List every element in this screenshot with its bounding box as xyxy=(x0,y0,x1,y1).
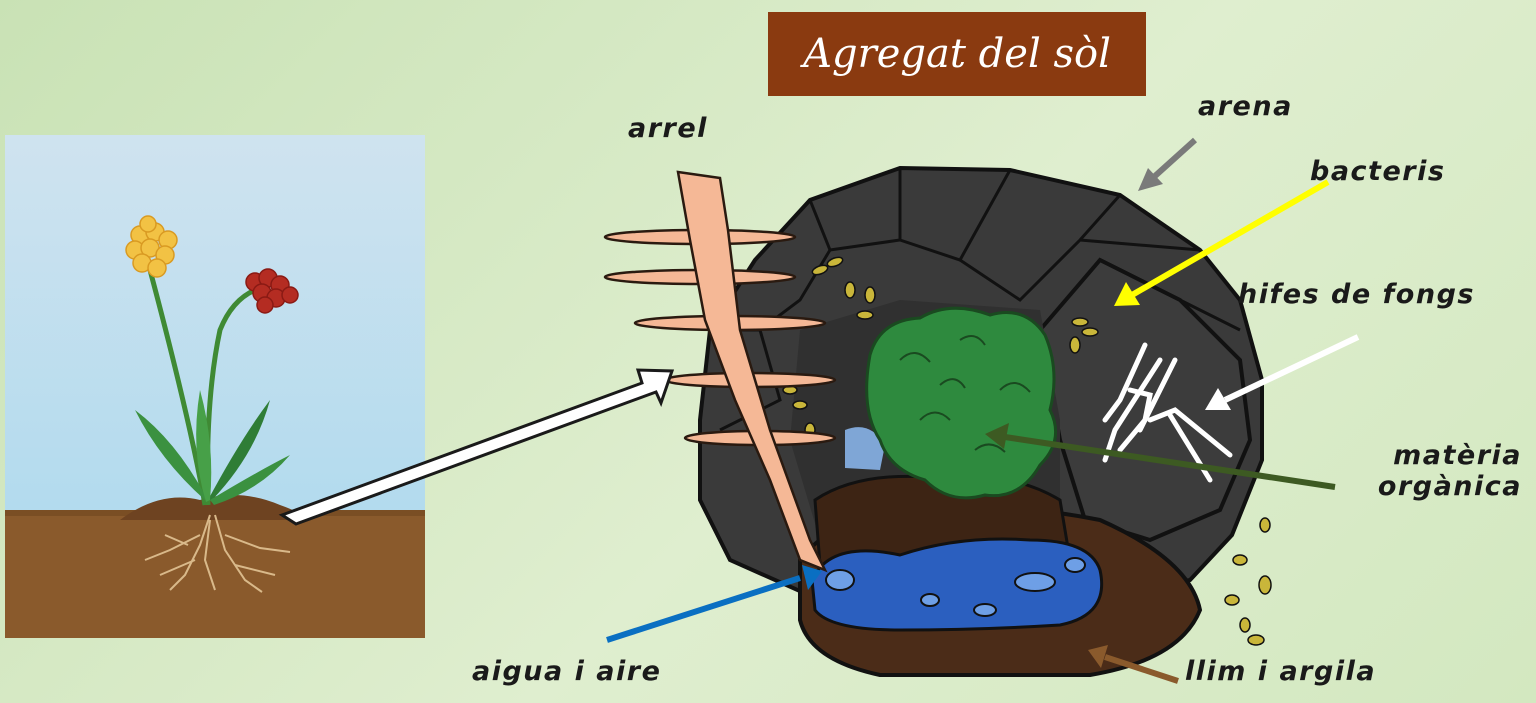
label-arena: arena xyxy=(1198,91,1293,122)
red-flower xyxy=(245,268,299,314)
label-aigua-i-aire: aigua i aire xyxy=(472,656,662,687)
plant-leaf xyxy=(135,410,205,500)
root-strip xyxy=(603,170,837,573)
label-arrows xyxy=(606,137,1360,684)
yellow-flower xyxy=(125,215,178,278)
label-llim-i-argila: llim i argila xyxy=(1185,656,1377,687)
plant-panel xyxy=(5,135,425,638)
diagram-title: Agregat del sòl xyxy=(768,12,1146,96)
label-materia-line1: matèria xyxy=(1393,440,1522,471)
label-hifes-de-fongs: hifes de fongs xyxy=(1238,279,1475,310)
label-arrel: arrel xyxy=(628,113,708,144)
label-materia-organica: matèria orgànica xyxy=(1332,440,1522,502)
plant-roots xyxy=(144,514,291,593)
soil-aggregate xyxy=(698,165,1272,677)
label-materia-line2: orgànica xyxy=(1377,471,1522,503)
zoom-arrow xyxy=(278,368,675,526)
label-bacteris: bacteris xyxy=(1310,156,1446,187)
plant-stem xyxy=(147,269,208,506)
water-air xyxy=(810,537,1104,632)
